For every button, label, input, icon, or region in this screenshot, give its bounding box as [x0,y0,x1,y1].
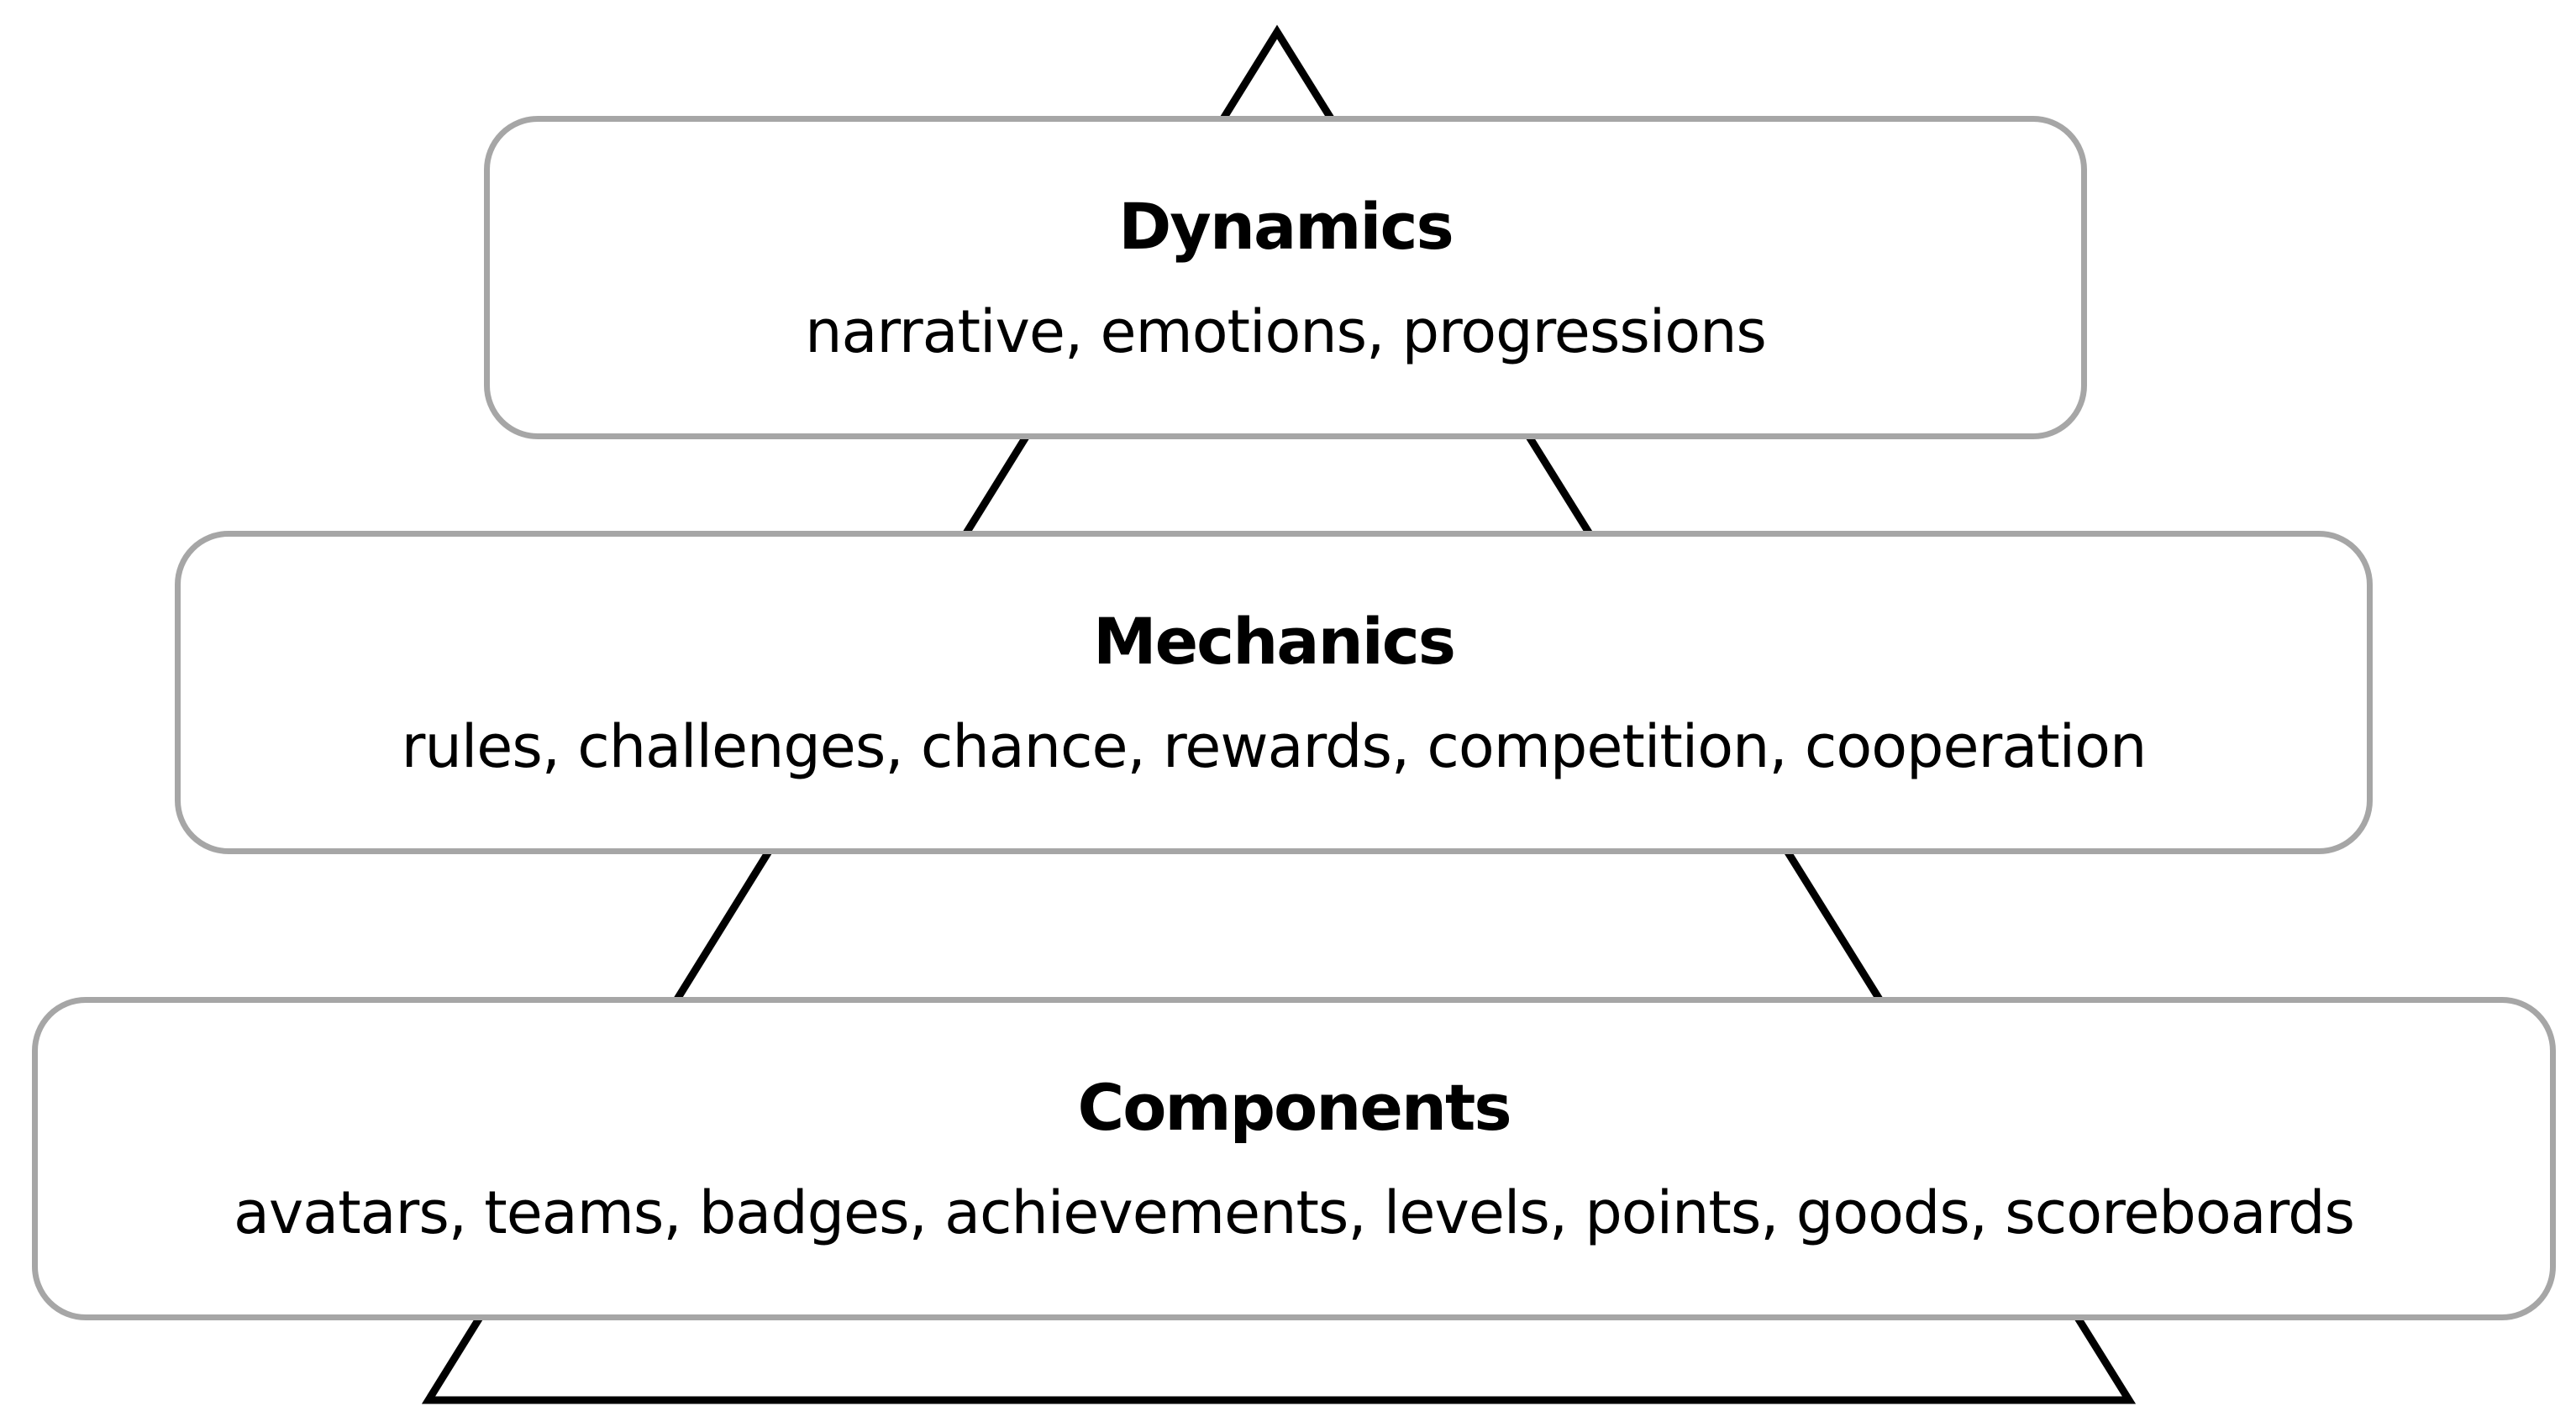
layer-title-components: Components [1077,1069,1511,1145]
layer-title-mechanics: Mechanics [1092,603,1456,679]
layer-items-components: avatars, teams, badges, achievements, le… [233,1178,2355,1247]
layer-items-mechanics: rules, challenges, chance, rewards, comp… [401,711,2148,781]
layer-items-dynamics: narrative, emotions, progressions [805,296,1767,366]
layer-components: Components avatars, teams, badges, achie… [32,997,2556,1320]
layer-mechanics: Mechanics rules, challenges, chance, rew… [175,531,2373,854]
layer-dynamics: Dynamics narrative, emotions, progressio… [484,116,2087,439]
layer-title-dynamics: Dynamics [1118,188,1454,264]
